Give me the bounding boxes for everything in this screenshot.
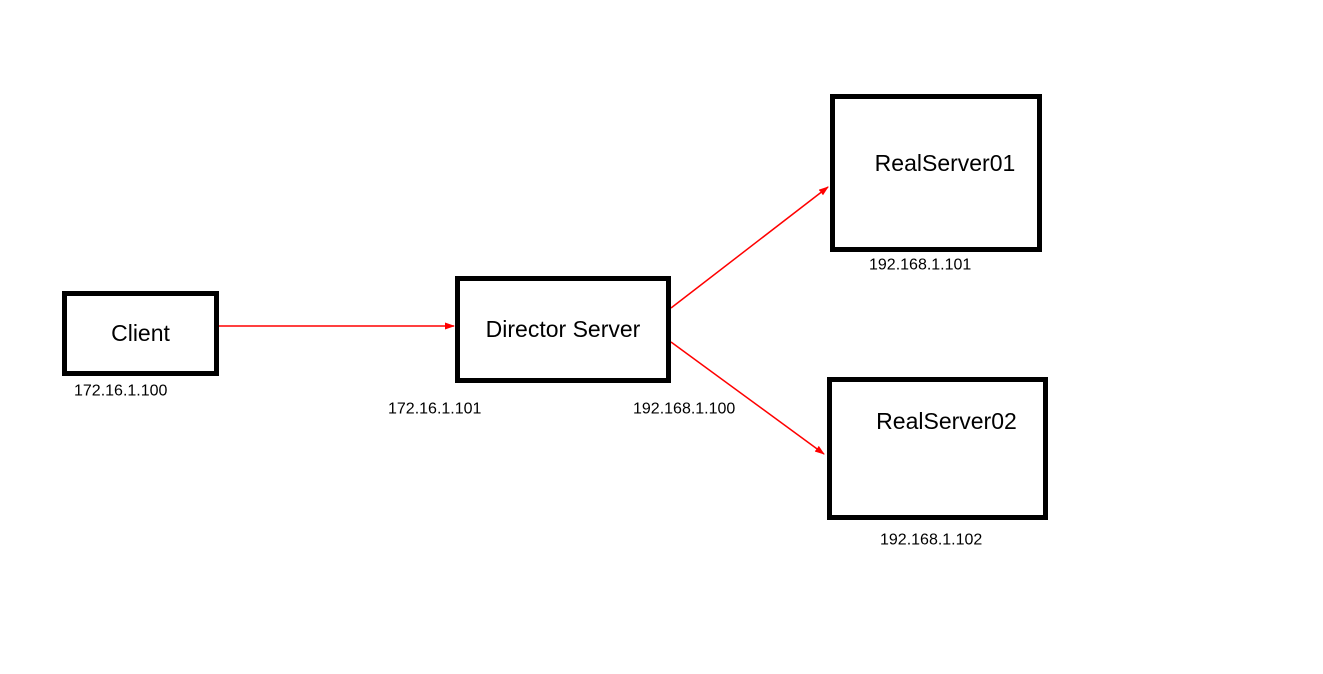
node-realserver02: RealServer02 <box>827 377 1048 520</box>
node-realserver01-label: RealServer01 <box>874 149 1016 176</box>
node-client: Client <box>62 291 219 376</box>
node-client-label: Client <box>111 320 170 346</box>
arrow-director-to-realserver02 <box>670 341 825 455</box>
ip-label-realserver02: 192.168.1.102 <box>880 531 983 549</box>
ip-label-client: 172.16.1.100 <box>74 382 168 400</box>
node-realserver02-label: RealServer02 <box>876 408 1017 434</box>
ip-label-realserver01: 192.168.1.101 <box>869 256 972 274</box>
arrow-director-to-realserver01 <box>670 186 829 309</box>
node-realserver01: RealServer01 <box>830 94 1042 252</box>
ip-label-director-realserver-side: 192.168.1.100 <box>633 400 736 418</box>
node-director-server-label: Director Server <box>485 316 641 342</box>
node-director-server: Director Server <box>455 276 671 383</box>
ip-label-director-client-side: 172.16.1.101 <box>388 400 482 418</box>
